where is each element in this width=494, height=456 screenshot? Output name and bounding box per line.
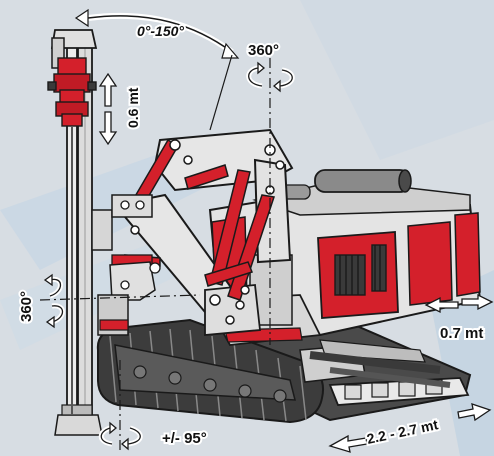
track-extension-label: 0.7 mt (440, 325, 483, 342)
rotation-arrows-icon (98, 421, 143, 451)
head-rotation-label: 360° (18, 291, 35, 322)
horizontal-double-arrow-icon (328, 403, 492, 453)
base-swing-annotation: +/- 95° (98, 421, 209, 451)
rotation-axes (39, 58, 271, 450)
drilling-mast (47, 29, 161, 436)
track-extension-annotation: 0.7 mt (424, 293, 494, 344)
mast-tilt-label: 0°-150° (137, 23, 184, 39)
rotation-arrows-icon (43, 273, 65, 329)
top-rotation-annotation: 360° (246, 40, 295, 93)
machine-body (203, 169, 482, 388)
top-rotation-label: 360° (248, 42, 279, 59)
vertical-double-arrow-icon (98, 72, 118, 146)
mast-stroke-label: 0.6 mt (125, 87, 141, 128)
boom-arms (113, 128, 294, 336)
rotation-arrows-icon (246, 61, 295, 93)
mast-tilt-annotation: 0°-150° (74, 8, 240, 131)
head-rotation-annotation: 360° (16, 273, 65, 329)
base-swing-label: +/- 95° (162, 430, 207, 447)
horizontal-double-arrow-icon (424, 293, 494, 314)
mast-stroke-annotation: 0.6 mt (98, 72, 143, 146)
